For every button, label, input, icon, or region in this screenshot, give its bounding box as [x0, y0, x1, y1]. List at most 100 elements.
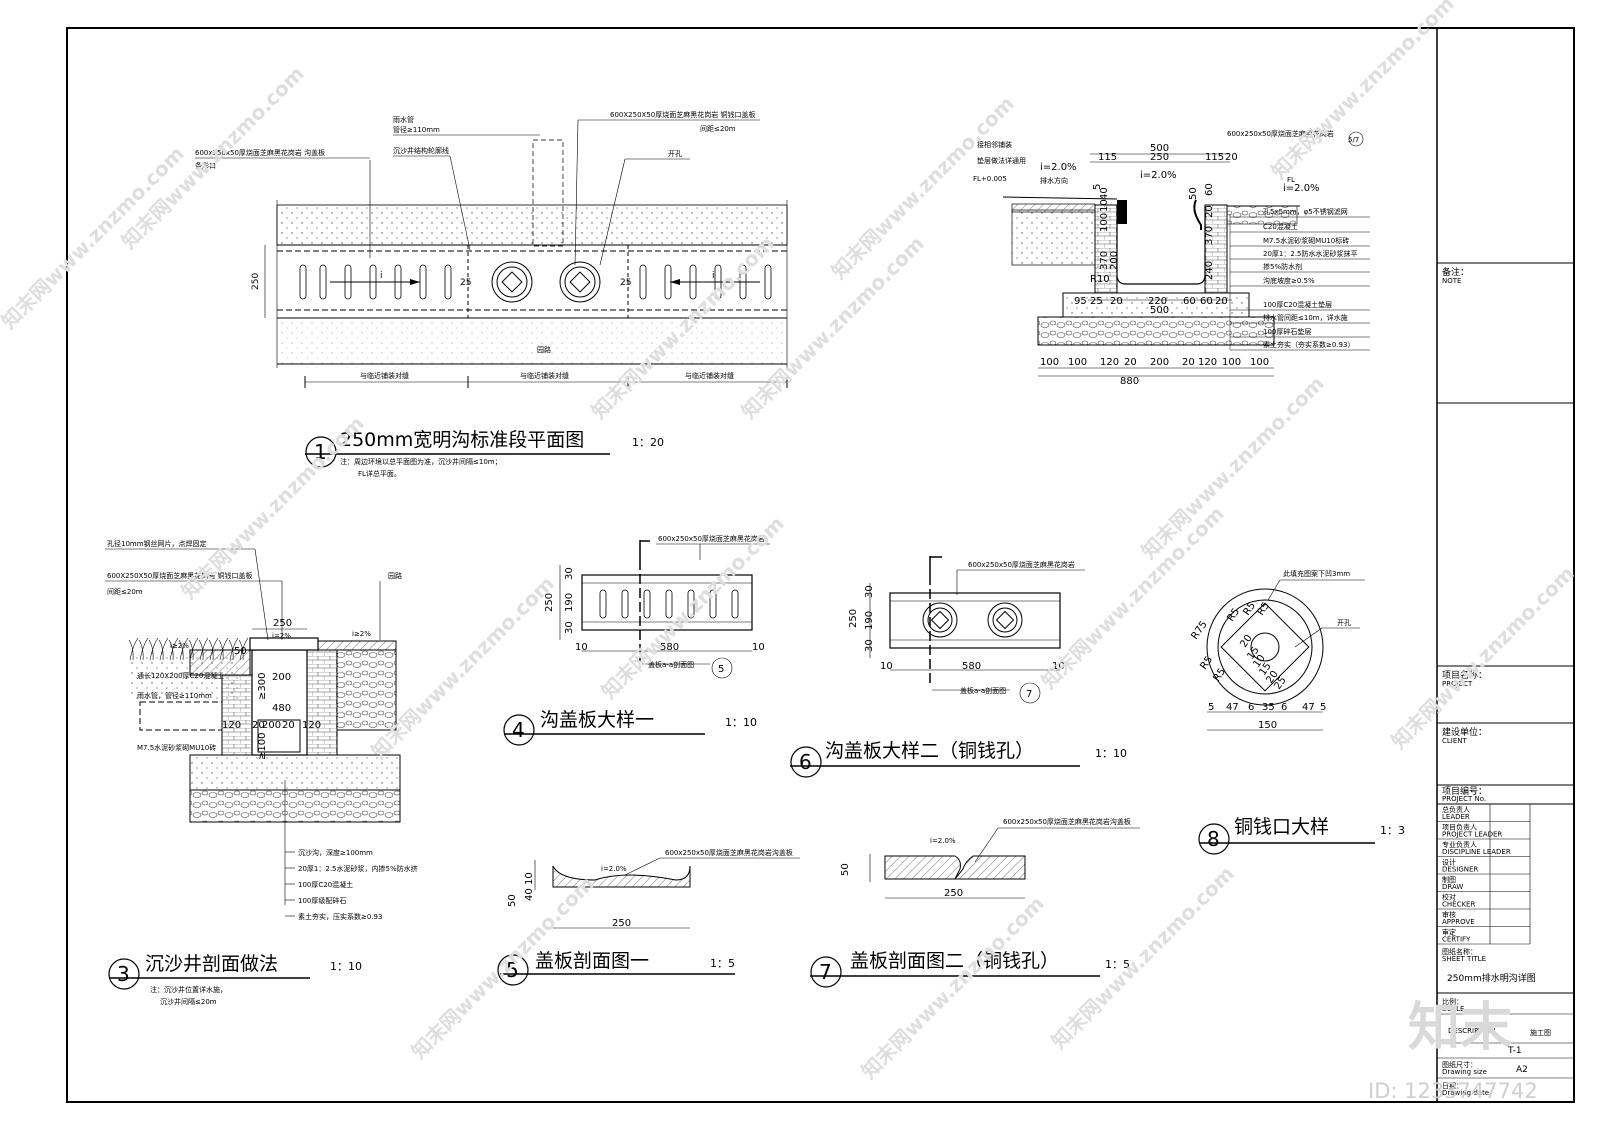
tb-role-label: 制图: [1442, 875, 1456, 884]
d8-row-dim: 47: [1302, 702, 1315, 713]
d8-row-dim: 47: [1226, 702, 1239, 713]
d2-bottom-dim: 120: [1100, 357, 1119, 368]
d4-h: 250: [544, 593, 555, 612]
tb-role-label: 审定: [1442, 928, 1456, 937]
d1-number: 1: [314, 440, 327, 464]
outer-frame: [66, 27, 1575, 1103]
drain-slot: [599, 589, 607, 619]
d8-radius: R5: [1211, 667, 1228, 684]
d2-layer-label: 100厚碎石垫层: [1263, 327, 1311, 336]
d1-joint-3: 与临近铺装对缝: [685, 371, 734, 380]
tb-role-label: 项目负责人: [1442, 823, 1477, 832]
d2-bottom-dim: 200: [1150, 357, 1169, 368]
d2-layer-label: 排水管间距≤10m，详水施: [1263, 313, 1348, 322]
d3-road-label: 园路: [388, 571, 402, 580]
d8-row-dim: 35: [1262, 702, 1275, 713]
drain-slot: [319, 264, 327, 300]
tb-role-label: 总负责人: [1442, 805, 1470, 814]
d8-row-dim: 6: [1281, 702, 1287, 713]
d2-bottom-dim: 120: [1198, 357, 1217, 368]
d2-layer-label: M7.5水泥砂浆砌MU10标砖: [1263, 236, 1349, 245]
drain-slot: [621, 589, 629, 619]
d2-top-w500: 500: [1150, 143, 1169, 154]
d6-ref: 7: [1026, 689, 1032, 700]
d3-cover-label: 600X250X50厚烧面芝麻黑花岗岩 铜钱口盖板: [107, 571, 252, 580]
d7-scale: 1：5: [1105, 958, 1130, 971]
tb-size-en: Drawing size: [1442, 1068, 1487, 1076]
d3-d300: ≥300: [257, 673, 268, 700]
d4-r: 10: [752, 642, 765, 653]
d2-layer-label: 素土夯实（夯实系数≥0.93）: [1263, 340, 1354, 349]
d5-scale: 1：5: [710, 957, 735, 970]
d2-vertical-dim: 40: [1099, 187, 1110, 200]
d5-b: 10: [524, 872, 535, 885]
d6-a: 30: [864, 585, 875, 598]
d8-radius: R5: [1255, 601, 1272, 618]
tb-role-en: DRAW: [1442, 883, 1463, 891]
d2-mid-dim: 25: [1090, 296, 1103, 307]
d6-section: 盖板a-a剖面图: [960, 686, 1006, 695]
d3-mesh-label: 孔径10mm钢丝网片，点焊固定: [107, 539, 207, 548]
tb-role-label: 校对: [1442, 893, 1456, 902]
d2-mid-dim: 60: [1183, 296, 1196, 307]
d2-ref: 5/7: [1348, 136, 1359, 144]
d2-top-dim: 115: [1205, 152, 1224, 163]
tb-role-label: 审核: [1442, 910, 1456, 919]
tb-date-en: Drawing date: [1442, 1089, 1489, 1097]
d6-scale: 1：10: [1095, 747, 1127, 760]
d3-slope-1: i≥2%: [170, 642, 189, 650]
d7-h: 50: [840, 863, 851, 876]
d2-cover-label: 600x250x50厚烧面芝麻黑花岗岩: [1227, 129, 1334, 138]
tb-sheet-title: 250mm排水明沟详图: [1447, 972, 1536, 984]
d8-row-dim: 6: [1248, 702, 1254, 713]
d1-pipe-label1: 雨水管: [393, 115, 414, 124]
d2-bottom-dim: 20: [1182, 357, 1195, 368]
watermark-text: 知末网www.znzmo.com: [1137, 371, 1329, 563]
d8-width: 150: [1258, 720, 1277, 731]
tb-role-en: APPROVE: [1442, 918, 1475, 926]
d2-vertical-dim: 20: [1204, 205, 1215, 218]
d7-w: 250: [944, 888, 963, 899]
tb-project-no-en: PROJECT No.: [1442, 795, 1486, 803]
watermark-text: 知末网www.znzmo.com: [1047, 861, 1239, 1053]
tb-desc-en: DESCRIPTION: [1448, 1027, 1495, 1035]
d2-layer-label: C20混凝土: [1263, 222, 1298, 231]
drawing-7-cover-section: 600x250x50厚烧面芝麻黑花岗岩沟盖板 i=2.0% 50 250 7 盖…: [810, 817, 1140, 988]
watermark-layer: 知末网www.znzmo.com 知末网www.znzmo.com 知末网www.z…: [0, 0, 1579, 1084]
d2-bottom-dim: 100: [1068, 357, 1087, 368]
tb-sheet-title-label: 图纸名称：: [1442, 947, 1477, 956]
tb-project-en: PROJECT: [1442, 680, 1473, 688]
d3-row-dim: 120: [222, 720, 241, 731]
watermark-text: 知末网www.znzmo.com: [827, 91, 1019, 283]
d4-w: 580: [660, 642, 679, 653]
id-watermark: ID: 1233747742: [1368, 1079, 1538, 1103]
drawing-3-section: 孔径10mm钢丝网片，点焊固定 600X250X50厚烧面芝麻黑花岗岩 铜钱口盖…: [105, 539, 418, 1006]
grass-stroke: [168, 637, 179, 661]
d6-c: 30: [864, 639, 875, 652]
d3-beam-label: 通长120X200厚C20混凝土: [137, 671, 224, 680]
d2-layer-label: 掺5%防水剂: [1263, 262, 1302, 271]
d3-m75-label: M7.5水泥砂浆砌MU10砖: [137, 743, 216, 752]
d2-base-label: 垫层做法详通用: [977, 156, 1026, 165]
d3-layer-label: 沉沙沟，深度≥100mm: [298, 848, 373, 857]
d1-slope-right: i: [712, 271, 715, 281]
d3-layer-label: 100厚级配碎石: [298, 896, 346, 905]
d2-vertical-dim: 200: [1109, 251, 1120, 270]
d2-vertical-dim: 60: [1204, 183, 1215, 196]
d2-layer-label: 20厚1：2.5防水水泥砂浆抹平: [1263, 249, 1358, 258]
d2-top-dim: 20: [1225, 152, 1238, 163]
titleblock: 备注： NOTE 项目名称： PROJECT 建设单位： CLIENT 项目编号…: [1437, 262, 1574, 1097]
d1-road: 园路: [537, 345, 551, 354]
d5-number: 5: [506, 958, 519, 982]
d4-ref: 5: [718, 664, 724, 675]
d4-section: 盖板a-a剖面图: [648, 660, 694, 669]
d5-title: 盖板剖面图一: [535, 950, 649, 972]
d1-hole-label: 开孔: [668, 150, 682, 158]
d4-a: 30: [564, 567, 575, 580]
d2-mid-dim: 20: [1215, 296, 1228, 307]
tb-client-en: CLIENT: [1442, 737, 1468, 745]
d2-slope-3: i=2.0%: [1283, 183, 1320, 194]
d1-title: 250mm宽明沟标准段平面图: [340, 429, 584, 451]
